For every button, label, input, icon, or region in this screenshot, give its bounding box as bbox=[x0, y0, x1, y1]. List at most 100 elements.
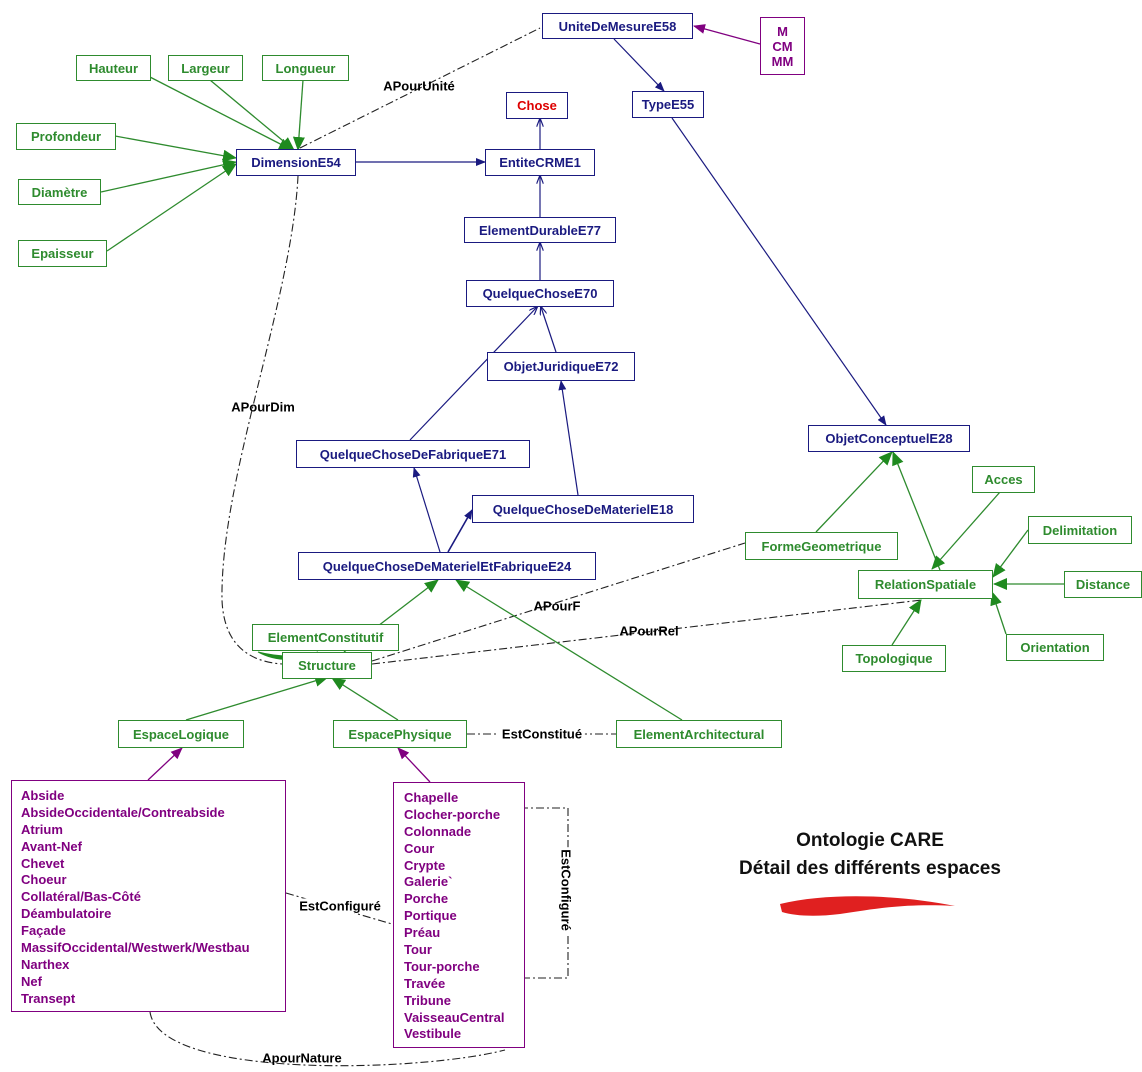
edge-juridique-qc bbox=[541, 307, 557, 353]
edge-orientation-relation bbox=[990, 591, 1007, 635]
logical-space-item: MassifOccidental/Westwerk/Westbau bbox=[21, 940, 250, 956]
edge-apour-f bbox=[371, 542, 746, 662]
node-materiel[interactable]: QuelqueChoseDeMaterielE18 bbox=[472, 495, 694, 523]
node-fabrique[interactable]: QuelqueChoseDeFabriqueE71 bbox=[296, 440, 530, 468]
node-orientation[interactable]: Orientation bbox=[1006, 634, 1104, 661]
node-entite[interactable]: EntiteCRME1 bbox=[485, 149, 595, 176]
node-units[interactable]: M CM MM bbox=[760, 17, 805, 75]
care-swoosh-logo bbox=[780, 896, 955, 916]
edge-profondeur-dimension bbox=[114, 135, 237, 162]
node-element-architectural[interactable]: ElementArchitectural bbox=[616, 720, 782, 748]
node-materiel-fabrique[interactable]: QuelqueChoseDeMaterielEtFabriqueE24 bbox=[298, 552, 596, 580]
edge-apour-dim bbox=[221, 175, 299, 665]
physical-space-item: Porche bbox=[404, 891, 449, 907]
physical-spaces-list[interactable]: Chapelle Clocher-porche Colonnade Cour C… bbox=[393, 782, 525, 1048]
logical-space-item: Chevet bbox=[21, 855, 65, 871]
logical-space-item: Avant-Nef bbox=[21, 838, 82, 854]
node-hauteur[interactable]: Hauteur bbox=[76, 55, 151, 81]
logical-spaces-list[interactable]: Abside AbsideOccidentale/Contreabside At… bbox=[11, 780, 286, 1012]
edge-logiques-espacelogique bbox=[147, 747, 183, 781]
edge-units-unite bbox=[693, 24, 761, 45]
edge-largeur-dimension bbox=[209, 79, 295, 151]
logical-space-item: Transept bbox=[21, 990, 76, 1006]
node-epaisseur[interactable]: Epaisseur bbox=[18, 240, 107, 267]
label-apour-f: APourF bbox=[533, 598, 581, 614]
logical-space-item: Collatéral/Bas-Côté bbox=[21, 889, 141, 905]
node-dimension[interactable]: DimensionE54 bbox=[236, 149, 356, 176]
logical-space-item: Déambulatoire bbox=[21, 906, 112, 922]
physical-space-item: Chapelle bbox=[404, 790, 459, 805]
logical-space-item: AbsideOccidentale/Contreabside bbox=[21, 804, 225, 820]
node-longueur[interactable]: Longueur bbox=[262, 55, 349, 81]
diagram-title-line2: Détail des différents espaces bbox=[739, 858, 1001, 879]
physical-space-item: Travée bbox=[404, 975, 446, 991]
physical-space-item: Crypte bbox=[404, 857, 446, 873]
node-type[interactable]: TypeE55 bbox=[632, 91, 704, 118]
label-apour-dim: APourDim bbox=[231, 399, 295, 415]
node-espace-physique[interactable]: EspacePhysique bbox=[333, 720, 467, 748]
node-largeur[interactable]: Largeur bbox=[168, 55, 243, 81]
node-structure[interactable]: Structure bbox=[282, 652, 372, 679]
physical-space-item: Tour-porche bbox=[404, 958, 480, 974]
unit-m: M bbox=[777, 23, 788, 39]
edge-physiques-espacephysique bbox=[397, 747, 431, 783]
label-est-configure-right: EstConfiguré bbox=[558, 847, 574, 933]
node-relation-spatiale[interactable]: RelationSpatiale bbox=[858, 570, 993, 599]
physical-space-item: Tribune bbox=[404, 992, 451, 1008]
physical-space-item: Galerie` bbox=[404, 874, 453, 890]
node-quelque-chose[interactable]: QuelqueChoseE70 bbox=[466, 280, 614, 307]
node-element-durable[interactable]: ElementDurableE77 bbox=[464, 217, 616, 243]
edge-materiel-juridique bbox=[558, 380, 579, 496]
edge-apour-unite bbox=[299, 27, 541, 149]
label-apour-rel: APourRel bbox=[619, 623, 679, 639]
edge-relation-objetconceptuel bbox=[892, 451, 941, 571]
edge-physique-structure bbox=[331, 677, 399, 721]
physical-space-item: Cour bbox=[404, 840, 435, 856]
physical-space-item: VaisseauCentral bbox=[404, 1009, 505, 1025]
edge-diametre-dimension bbox=[100, 158, 237, 193]
logical-space-item: Atrium bbox=[21, 821, 63, 837]
label-est-constitue: EstConstitué bbox=[498, 726, 586, 742]
unit-cm: CM bbox=[772, 38, 793, 54]
label-est-configure-left: EstConfiguré bbox=[297, 898, 383, 914]
physical-space-item: Préau bbox=[404, 925, 441, 941]
physical-space-item: Clocher-porche bbox=[404, 806, 501, 822]
edge-type-objetconceptuel bbox=[671, 117, 887, 426]
edge-longueur-dimension bbox=[292, 79, 305, 151]
unit-mm: MM bbox=[771, 53, 794, 69]
edge-apour-rel bbox=[371, 599, 923, 665]
physical-space-item: Portique bbox=[404, 908, 457, 924]
edge-unite-type bbox=[613, 38, 665, 92]
edge-elemarch-mf bbox=[455, 579, 683, 721]
node-diametre[interactable]: Diamètre bbox=[18, 179, 101, 205]
edge-mf-fabrique bbox=[412, 467, 441, 553]
physical-space-item: Tour bbox=[404, 942, 432, 958]
node-espace-logique[interactable]: EspaceLogique bbox=[118, 720, 244, 748]
node-unite-de-mesure[interactable]: UniteDeMesureE58 bbox=[542, 13, 693, 39]
node-forme-geometrique[interactable]: FormeGeometrique bbox=[745, 532, 898, 560]
edge-delimitation-relation bbox=[992, 529, 1029, 578]
edge-epaisseur-dimension bbox=[106, 163, 237, 252]
edge-acces-relation bbox=[931, 491, 1001, 570]
edge-fabrique-qc bbox=[409, 307, 537, 441]
node-element-constitutif[interactable]: ElementConstitutif bbox=[252, 624, 399, 651]
logical-space-item: Façade bbox=[21, 923, 66, 939]
edge-apour-nature bbox=[149, 1011, 506, 1067]
node-distance[interactable]: Distance bbox=[1064, 571, 1142, 598]
node-delimitation[interactable]: Delimitation bbox=[1028, 516, 1132, 544]
physical-space-item: Colonnade bbox=[404, 823, 472, 839]
node-objet-juridique[interactable]: ObjetJuridiqueE72 bbox=[487, 352, 635, 381]
node-topologique[interactable]: Topologique bbox=[842, 645, 946, 672]
logical-space-item: Choeur bbox=[21, 872, 67, 888]
label-apour-nature: ApourNature bbox=[262, 1050, 342, 1066]
label-apour-unite: APourUnité bbox=[383, 78, 455, 94]
diagram-title-line1: Ontologie CARE bbox=[796, 830, 944, 851]
node-acces[interactable]: Acces bbox=[972, 466, 1035, 493]
edge-logique-structure bbox=[185, 675, 329, 721]
node-chose[interactable]: Chose bbox=[506, 92, 568, 119]
node-profondeur[interactable]: Profondeur bbox=[16, 123, 116, 150]
node-objet-conceptuel[interactable]: ObjetConceptuelE28 bbox=[808, 425, 970, 452]
edge-forme-objetconceptuel bbox=[815, 451, 893, 533]
